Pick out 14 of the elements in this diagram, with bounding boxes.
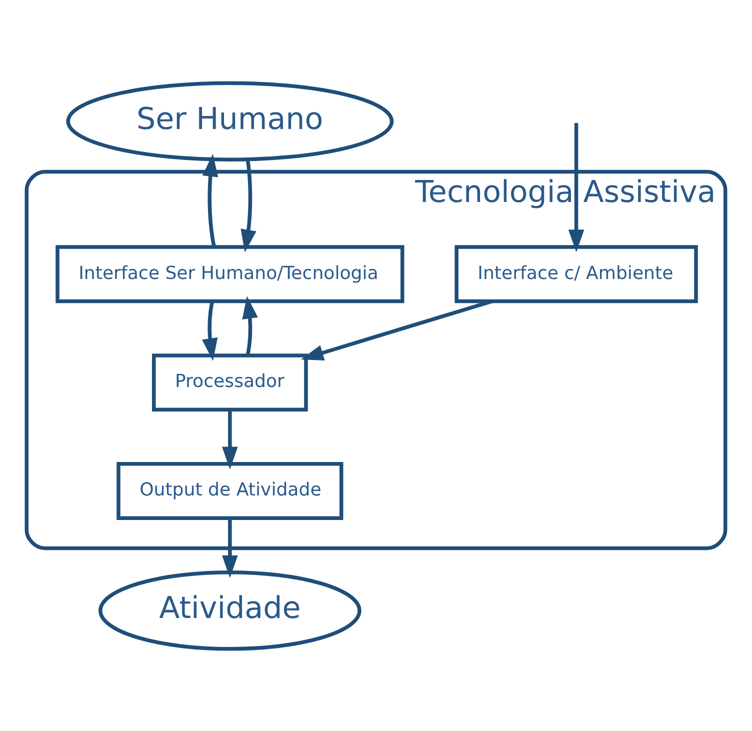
arrow (222, 518, 238, 578)
node-ellipse: Ser Humano (66, 80, 394, 161)
node-ellipse: Atividade (98, 570, 362, 650)
node-box: Interface c/ Ambiente (454, 244, 698, 303)
arrow (202, 153, 218, 247)
node-box: Output de Atividade (116, 462, 344, 520)
arrow (240, 158, 256, 252)
arrow (242, 296, 258, 356)
arrow (202, 300, 218, 360)
arrow (222, 410, 238, 469)
arrow (300, 298, 493, 360)
node-box: Processador (152, 353, 308, 412)
node-box: Interface Ser Humano/Tecnologia (56, 244, 404, 303)
arrow (568, 122, 584, 252)
